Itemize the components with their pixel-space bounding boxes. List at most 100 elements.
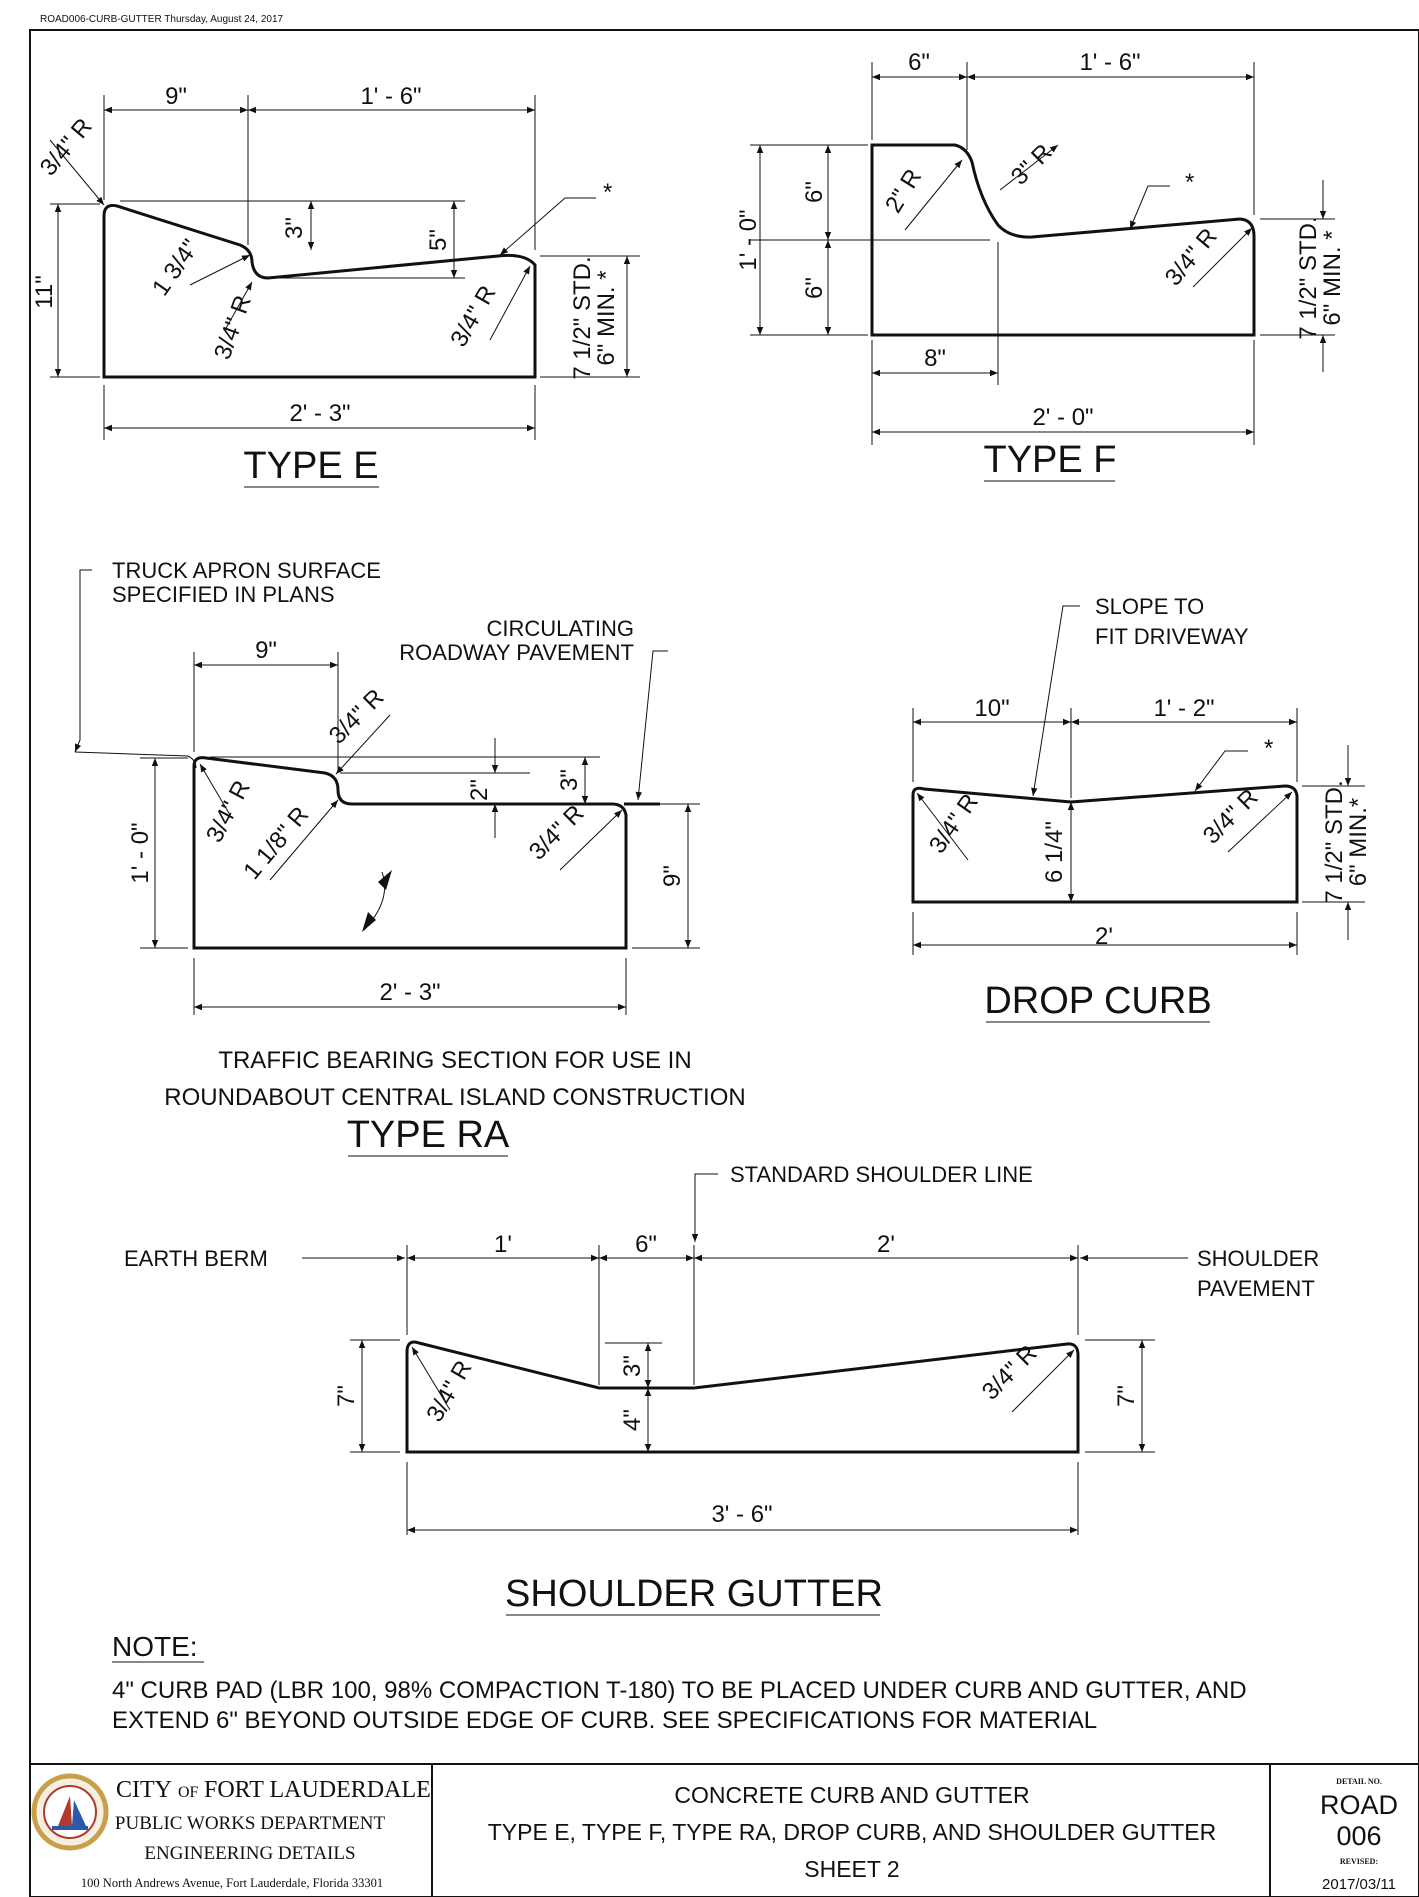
standard-shoulder-line-label: STANDARD SHOULDER LINE <box>730 1162 1033 1187</box>
circulating-note-2: ROADWAY PAVEMENT <box>399 640 634 665</box>
type-e-title: TYPE E <box>243 445 378 487</box>
drop-curb-mid-depth: 6 1/4" <box>1041 821 1068 883</box>
type-e-standard: 7 1/2" STD. <box>569 256 596 379</box>
note-heading: NOTE: <box>112 1631 198 1662</box>
drop-curb-radius-1: 3/4" R <box>924 789 984 858</box>
shoulder-pavement-label-2: PAVEMENT <box>1197 1276 1315 1301</box>
slope-note-1: SLOPE TO <box>1095 594 1204 619</box>
type-f-minimum: 6" MIN. * <box>1319 230 1346 325</box>
drop-curb-total-width: 2' <box>1095 923 1113 950</box>
note-line-1: 4" CURB PAD (LBR 100, 98% COMPACTION T-1… <box>112 1677 1247 1704</box>
type-f-total-width: 2' - 0" <box>1032 404 1093 431</box>
type-ra-caption-1: TRAFFIC BEARING SECTION FOR USE IN <box>218 1047 691 1074</box>
city-label-of: OF <box>178 1784 199 1801</box>
type-ra-section <box>192 756 628 950</box>
shoulder-gutter-height-right: 7" <box>1113 1385 1140 1407</box>
drawing-title-1: CONCRETE CURB AND GUTTER <box>674 1782 1029 1808</box>
drop-curb-minimum: 6" MIN.* <box>1345 798 1372 887</box>
note-line-2: EXTEND 6" BEYOND OUTSIDE EDGE OF CURB. S… <box>112 1707 1097 1734</box>
type-f-star: * <box>1185 169 1194 196</box>
city-seal-logo <box>31 1773 109 1851</box>
shoulder-gutter-radius-1: 3/4" R <box>421 1356 477 1427</box>
type-e-depth-5: 5" <box>425 229 452 251</box>
type-e-minimum: 6" MIN. * <box>593 270 620 365</box>
type-e-depth-3: 3" <box>281 217 308 239</box>
drop-curb-radius-2: 3/4" R <box>1198 784 1264 850</box>
department-label: PUBLIC WORKS DEPARTMENT <box>115 1813 386 1834</box>
shoulder-gutter-total-width: 3' - 6" <box>711 1501 772 1528</box>
detail-number-2: 006 <box>1336 1821 1381 1851</box>
type-ra-title: TYPE RA <box>347 1114 510 1156</box>
type-ra-radius-2: 3/4" R <box>201 776 256 847</box>
drop-curb-standard: 7 1/2" STD. <box>1321 780 1348 903</box>
detail-number-1: ROAD <box>1320 1790 1398 1820</box>
type-f-radius-4: 3/4" R <box>1160 223 1223 291</box>
type-e-radius-1: 3/4" R <box>35 113 98 181</box>
shoulder-gutter-width-2: 2' <box>877 1231 895 1258</box>
type-e-detail: 9" 1' - 6" 2' - 3" 11" 3" 5" * 7 1/2" ST… <box>31 83 640 488</box>
note-block: NOTE: 4" CURB PAD (LBR 100, 98% COMPACTI… <box>112 1631 1247 1734</box>
type-ra-radius-1: 3/4" R <box>324 684 390 750</box>
truck-apron-note-2: SPECIFIED IN PLANS <box>112 582 335 607</box>
earth-berm-label: EARTH BERM <box>124 1246 268 1271</box>
type-e-section <box>102 204 537 379</box>
type-f-title: TYPE F <box>983 439 1116 481</box>
type-f-detail: 6" 1' - 6" 2' - 0" 8" 1' - 0" 6" 6" 2" R… <box>735 49 1346 482</box>
type-e-width-9: 9" <box>165 83 187 110</box>
shoulder-gutter-width-1: 1' <box>494 1231 512 1258</box>
type-f-radius-3: 3" R <box>1006 139 1058 191</box>
type-ra-depth-9: 9" <box>659 865 686 887</box>
city-label-2: FORT LAUDERDALE <box>204 1777 431 1803</box>
truck-apron-note-1: TRUCK APRON SURFACE <box>112 558 381 583</box>
detail-number-label: DETAIL NO. <box>1336 1777 1382 1786</box>
file-header: ROAD006-CURB-GUTTER Thursday, August 24,… <box>40 14 284 25</box>
drop-curb-star: * <box>1264 735 1273 762</box>
type-f-height-lower: 6" <box>801 277 828 299</box>
slope-note-2: FIT DRIVEWAY <box>1095 624 1249 649</box>
drop-curb-width-1-2: 1' - 2" <box>1153 695 1214 722</box>
type-e-radius-4: 3/4" R <box>445 281 501 352</box>
shoulder-gutter-depth-4: 4" <box>619 1409 646 1431</box>
type-ra-depth-3: 3" <box>556 769 583 791</box>
type-e-height: 11" <box>31 275 58 308</box>
type-f-width-6: 6" <box>908 49 930 76</box>
type-ra-radius-4: 3/4" R <box>524 800 590 866</box>
type-f-height-upper: 6" <box>801 181 828 203</box>
type-f-width-1-6: 1' - 6" <box>1079 49 1140 76</box>
type-e-star: * <box>603 179 612 206</box>
shoulder-gutter-depth-3: 3" <box>619 1355 646 1377</box>
type-e-total-width: 2' - 3" <box>289 400 350 427</box>
type-ra-depth-2: 2" <box>466 779 493 801</box>
revised-date: 2017/03/11 <box>1322 1876 1396 1893</box>
drawing-title-3: SHEET 2 <box>804 1856 899 1882</box>
drop-curb-width-10: 10" <box>974 695 1009 722</box>
type-e-width-1-6: 1' - 6" <box>360 83 421 110</box>
title-block: CITY OF FORT LAUDERDALE PUBLIC WORKS DEP… <box>30 1763 1419 1897</box>
city-label-1: CITY <box>116 1777 172 1803</box>
shoulder-gutter-height-left: 7" <box>333 1385 360 1407</box>
drop-curb-detail: SLOPE TO FIT DRIVEWAY 10" 1' - 2" 2' 6 1… <box>911 594 1372 1023</box>
shoulder-gutter-section <box>405 1340 1080 1454</box>
type-f-height: 1' - 0" <box>735 209 762 270</box>
type-ra-detail: TRUCK APRON SURFACE SPECIFIED IN PLANS C… <box>74 558 746 1157</box>
shoulder-gutter-width-6: 6" <box>635 1231 657 1258</box>
address-label: 100 North Andrews Avenue, Fort Lauderdal… <box>81 1876 383 1890</box>
type-ra-width-9: 9" <box>255 637 277 664</box>
type-ra-height: 1' - 0" <box>127 822 154 883</box>
shoulder-gutter-title: SHOULDER GUTTER <box>505 1573 883 1615</box>
circulating-note-1: CIRCULATING <box>487 616 635 641</box>
type-f-standard: 7 1/2" STD. <box>1295 216 1322 339</box>
drawing-title-2: TYPE E, TYPE F, TYPE RA, DROP CURB, AND … <box>488 1819 1217 1845</box>
revised-label: REVISED: <box>1340 1857 1378 1866</box>
type-ra-total-width: 2' - 3" <box>379 979 440 1006</box>
type-e-radius-3: 3/4" R <box>209 292 257 363</box>
type-f-width-8: 8" <box>924 345 946 372</box>
engineering-label: ENGINEERING DETAILS <box>144 1843 355 1864</box>
type-ra-caption-2: ROUNDABOUT CENTRAL ISLAND CONSTRUCTION <box>164 1084 745 1111</box>
type-e-radius-2: 1 3/4" <box>147 235 205 301</box>
type-f-radius-2: 2" R <box>880 164 927 217</box>
type-f-section <box>870 143 1256 337</box>
drop-curb-title: DROP CURB <box>984 980 1211 1022</box>
shoulder-pavement-label-1: SHOULDER <box>1197 1246 1319 1271</box>
